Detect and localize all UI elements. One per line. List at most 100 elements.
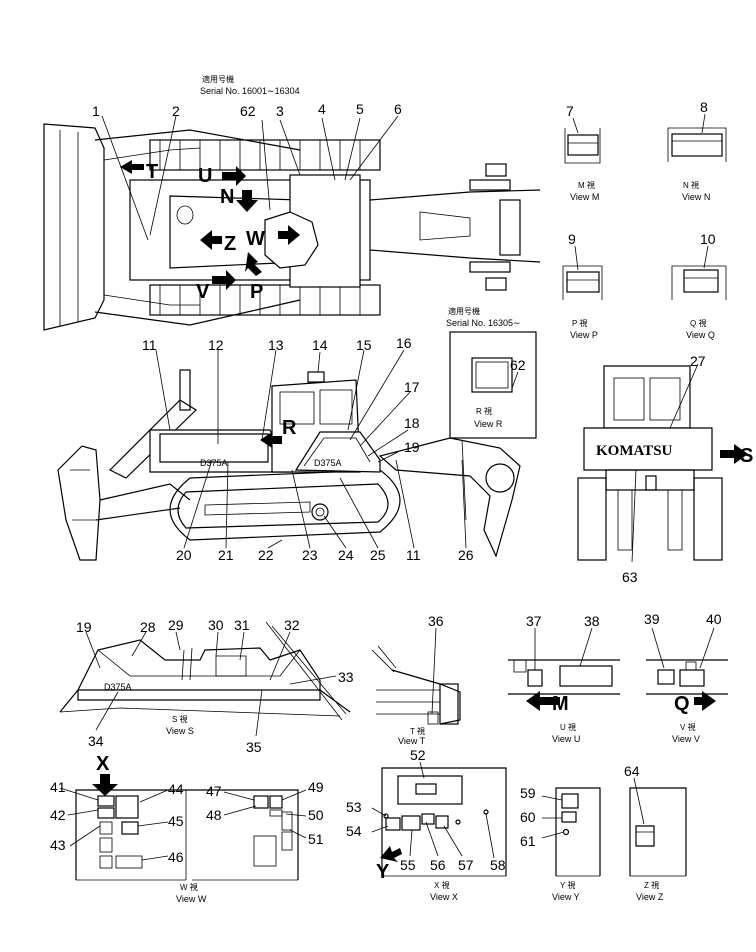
callout-43: 43 — [50, 837, 66, 853]
view-T-jp: T 視 — [410, 727, 425, 736]
view-letter-Y: Y — [376, 861, 390, 883]
callout-31: 31 — [234, 617, 250, 633]
callout-35: 35 — [246, 739, 262, 755]
view-S-label: View S — [166, 726, 194, 736]
callout-1: 1 — [92, 103, 100, 119]
serial-mid-jp: 適用号機 — [448, 306, 480, 316]
machine-model-side-2: D375A — [314, 458, 342, 468]
callout-13: 13 — [268, 337, 284, 353]
view-M-drawing — [564, 117, 601, 164]
callout-15: 15 — [356, 337, 372, 353]
callout-11a: 11 — [142, 337, 157, 353]
view-letter-X: X — [96, 753, 110, 775]
view-U-jp: U 視 — [560, 723, 576, 732]
callout-28: 28 — [140, 619, 156, 635]
view-Q-label: View Q — [686, 330, 715, 340]
view-W-drawing — [59, 774, 307, 881]
callout-50: 50 — [308, 807, 324, 823]
callout-8: 8 — [700, 99, 708, 115]
view-N-drawing — [667, 113, 727, 162]
callout-57: 57 — [458, 857, 474, 873]
callout-12: 12 — [208, 337, 224, 353]
callout-36: 36 — [428, 613, 444, 629]
callout-63: 63 — [622, 569, 638, 585]
callout-38: 38 — [584, 613, 600, 629]
view-Q-jp: Q 視 — [690, 319, 706, 328]
callout-7: 7 — [566, 103, 574, 119]
callout-3: 3 — [276, 103, 284, 119]
view-M-jp: M 視 — [578, 181, 595, 190]
view-Y-jp: Y 視 — [560, 881, 575, 890]
view-letter-Q: Q — [674, 693, 690, 715]
view-U-label: View U — [552, 734, 580, 744]
callout-64: 64 — [624, 763, 640, 779]
view-P-label: View P — [570, 330, 598, 340]
callout-19b: 19 — [76, 619, 92, 635]
view-R-label: View R — [474, 419, 503, 429]
callout-39: 39 — [644, 611, 660, 627]
serial-top-text: Serial No. 16001∼16304 — [200, 86, 300, 96]
callout-42: 42 — [50, 807, 66, 823]
view-letter-M: M — [552, 693, 569, 715]
view-X-drawing — [371, 761, 507, 877]
callout-52: 52 — [410, 747, 426, 763]
callout-45: 45 — [168, 813, 184, 829]
view-R-drawing — [449, 331, 537, 439]
view-letter-T: T — [146, 161, 158, 183]
callout-21: 21 — [218, 547, 234, 563]
rear-view-dozer — [577, 363, 748, 563]
callout-53: 53 — [346, 799, 362, 815]
callout-34: 34 — [88, 733, 104, 749]
callout-5: 5 — [356, 101, 364, 117]
callout-17: 17 — [404, 379, 420, 395]
callout-51: 51 — [308, 831, 324, 847]
callout-20: 20 — [176, 547, 192, 563]
callout-18: 18 — [404, 415, 420, 431]
serial-mid-text: Serial No. 16305∼ — [446, 318, 521, 328]
callout-47: 47 — [206, 783, 222, 799]
view-X-jp: X 視 — [434, 881, 450, 890]
callout-14: 14 — [312, 337, 328, 353]
view-M-label: View M — [570, 192, 599, 202]
view-Y-drawing — [541, 787, 601, 877]
view-V-jp: V 視 — [680, 723, 696, 732]
callout-33: 33 — [338, 669, 354, 685]
callout-46: 46 — [168, 849, 184, 865]
view-letter-S: S — [740, 445, 753, 467]
callout-40: 40 — [706, 611, 722, 627]
view-letter-Z: Z — [224, 233, 236, 255]
callout-23: 23 — [302, 547, 318, 563]
callout-4: 4 — [318, 101, 326, 117]
view-P-drawing — [562, 245, 603, 300]
view-Q-drawing — [671, 245, 727, 300]
view-Z-label: View Z — [636, 892, 664, 902]
view-U-drawing — [508, 627, 620, 711]
callout-59: 59 — [520, 785, 536, 801]
callout-29: 29 — [168, 617, 184, 633]
callout-48: 48 — [206, 807, 222, 823]
serial-top-jp: 適用号機 — [202, 74, 234, 84]
view-T-label: View T — [398, 736, 426, 746]
view-V-drawing — [646, 627, 728, 711]
view-R-jp: R 視 — [476, 407, 492, 416]
view-letter-N: N — [220, 186, 234, 208]
machine-model-side: D375A — [200, 458, 228, 468]
callout-54: 54 — [346, 823, 362, 839]
callout-61: 61 — [520, 833, 536, 849]
callout-16: 16 — [396, 335, 412, 351]
view-Z-drawing — [629, 777, 687, 877]
view-N-jp: N 視 — [683, 181, 699, 190]
callout-49: 49 — [308, 779, 324, 795]
callout-58: 58 — [490, 857, 506, 873]
callout-25: 25 — [370, 547, 386, 563]
brand-logo: KOMATSU — [596, 443, 673, 459]
callout-30: 30 — [208, 617, 224, 633]
callout-24: 24 — [338, 547, 354, 563]
callout-56: 56 — [430, 857, 446, 873]
callout-9: 9 — [568, 231, 576, 247]
callout-55: 55 — [400, 857, 416, 873]
callout-11b: 11 — [406, 547, 421, 563]
callout-27: 27 — [690, 353, 706, 369]
view-letter-U: U — [198, 165, 212, 187]
